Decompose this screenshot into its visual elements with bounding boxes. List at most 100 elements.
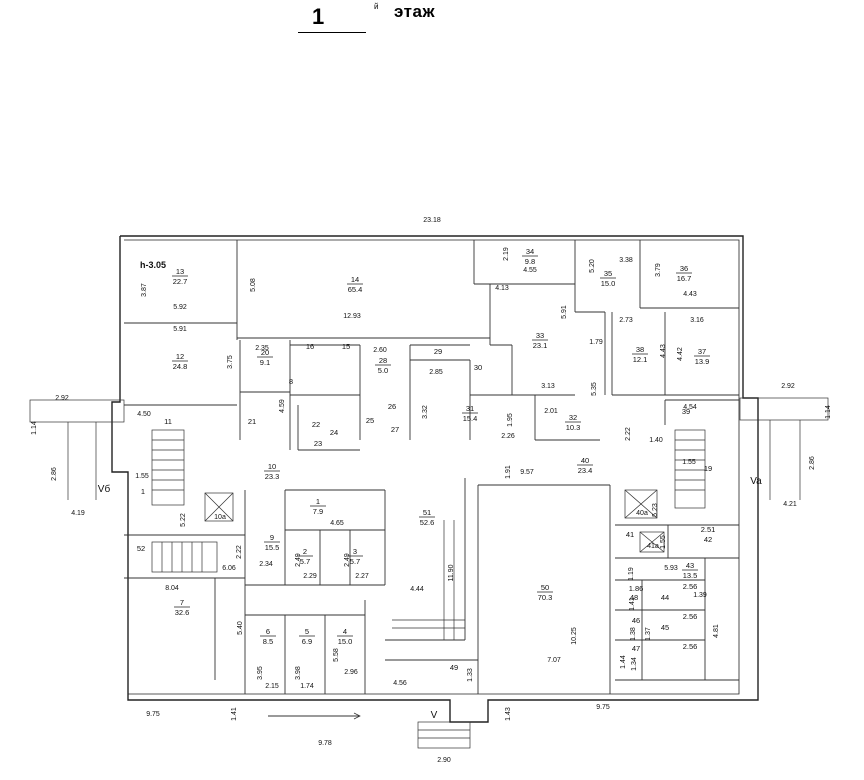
room-number: 4: [343, 627, 347, 636]
room-dimension: 2.01: [544, 408, 558, 415]
room-number: 10: [268, 462, 276, 471]
room-dimension: 9.57: [520, 469, 534, 476]
room-dimension: 4.43: [660, 344, 667, 358]
room-dimension: 4.43: [683, 291, 697, 298]
outer-walls: [111, 235, 759, 723]
room-dimension: 3.79: [655, 263, 662, 277]
room-dimension: 4.54: [683, 404, 697, 411]
room-dimension: 2.22: [625, 427, 632, 441]
room-number: 23: [314, 439, 322, 448]
room-dimension: 2.60: [373, 347, 387, 354]
room-dimension: 4.65: [330, 520, 344, 527]
room-dimension: 5.91: [561, 305, 568, 319]
room-dimension: 2.49: [344, 553, 351, 567]
room-area: 15.0: [601, 279, 616, 288]
dimension-label: 23.18: [423, 217, 441, 224]
dimension-label: 1.41: [231, 707, 238, 721]
room-area: 2.51: [701, 525, 716, 534]
room-dimension: 4.59: [279, 399, 286, 413]
room-area: 15.0: [338, 637, 353, 646]
room-number: 51: [423, 508, 431, 517]
room-number: 29: [434, 347, 442, 356]
room-number: 13: [176, 267, 184, 276]
room-number: 25: [366, 416, 374, 425]
room-number: 27: [391, 425, 399, 434]
lift-shaft-label: 10a: [214, 514, 226, 521]
room-dimension: 2.26: [501, 433, 515, 440]
dimension-label: 2.86: [51, 467, 58, 481]
room-area: 6.9: [302, 637, 312, 646]
room-dimension: 4.44: [410, 586, 424, 593]
room-dimension: 7.07: [547, 657, 561, 664]
room-number: 7: [180, 598, 184, 607]
dimension-label: 4.19: [71, 510, 85, 517]
room-area: 16.7: [677, 274, 692, 283]
room-number: 36: [680, 264, 688, 273]
room-dimension: 3.87: [141, 283, 148, 297]
room-area: 23.3: [265, 472, 280, 481]
room-dimension: 2.96: [344, 669, 358, 676]
room-dimension: 4.56: [393, 680, 407, 687]
room-number: 42: [704, 535, 712, 544]
room-number: 1: [316, 497, 320, 506]
floor-ordinal-mark: й: [374, 2, 379, 11]
room-number: 20: [261, 348, 269, 357]
room-dimension: 10.25: [571, 627, 578, 645]
room-number: 30: [474, 363, 482, 372]
interior-walls: [124, 240, 739, 694]
room-area: 8.5: [263, 637, 273, 646]
room-dimension: 1.44: [620, 655, 627, 669]
room-dimension: 3.75: [227, 355, 234, 369]
room-area: 9.1: [260, 358, 270, 367]
room-dimension: 4.81: [713, 624, 720, 638]
room-dimension: 1.79: [589, 339, 603, 346]
room-dimension: 8.04: [165, 585, 179, 592]
room-area: 23.1: [533, 341, 548, 350]
room-area: 2.56: [683, 642, 698, 651]
room-number: 11: [164, 417, 172, 426]
room-dimension: 3.13: [541, 383, 555, 390]
room-dimension: 5.08: [250, 278, 257, 292]
room-dimension: 1.37: [645, 627, 652, 641]
room-area: 1.86: [629, 584, 644, 593]
room-dimension: 11.90: [448, 564, 455, 581]
room-dimension: 3.38: [619, 257, 633, 264]
room-dimension: 1.74: [300, 683, 314, 690]
floor-word: этаж: [394, 2, 435, 21]
room-dimension: 1.33: [467, 668, 474, 682]
room-area: 32.6: [175, 608, 190, 617]
room-dimension: 1.55: [682, 459, 696, 466]
room-number: 49: [450, 663, 458, 672]
room-number: 22: [312, 420, 320, 429]
room-dimension: 6.06: [222, 565, 236, 572]
room-area: 22.7: [173, 277, 188, 286]
room-dimension: 5.35: [591, 382, 598, 396]
room-number: 14: [351, 275, 359, 284]
room-dimension: 2.29: [303, 573, 317, 580]
room-area: 52.6: [420, 518, 435, 527]
dimension-label: 1.14: [825, 405, 832, 419]
room-dimension: 2.15: [265, 683, 279, 690]
room-number: 2: [303, 547, 307, 556]
room-dimension: 2.49: [295, 553, 302, 567]
room-number: 6: [266, 627, 270, 636]
room-dimension: 2.73: [619, 317, 633, 324]
dimension-label: 1.43: [505, 707, 512, 721]
room-area: 23.4: [578, 466, 593, 475]
room-number: 26: [388, 402, 396, 411]
room-number: 45: [661, 623, 669, 632]
room-number: 48: [630, 593, 638, 602]
room-dimension: 4.42: [677, 347, 684, 361]
floor-number: 1: [312, 4, 325, 29]
room-dimension: 2.35: [255, 345, 269, 352]
room-dimension: 4.50: [137, 411, 151, 418]
room-number: 43: [686, 561, 694, 570]
room-number: 52: [137, 544, 145, 553]
lift-shaft-label: 40a: [636, 510, 648, 517]
dimension-label: 2.86: [809, 456, 816, 470]
room-dimension: 2.34: [259, 561, 273, 568]
